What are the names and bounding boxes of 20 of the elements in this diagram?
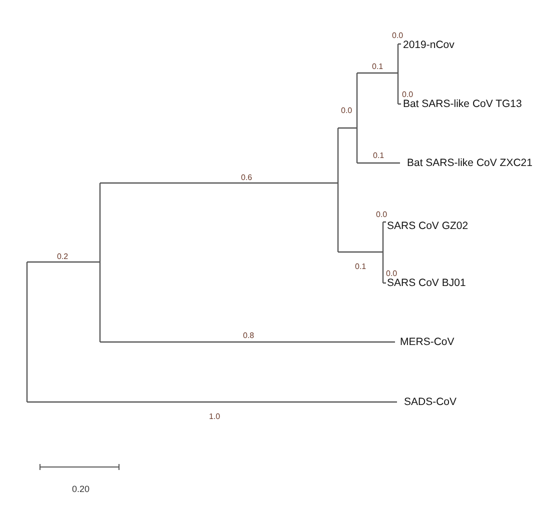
branch-length: 0.8 [243,331,254,340]
taxon-label: SADS-CoV [404,396,457,408]
taxon-label: SARS CoV GZ02 [387,220,468,232]
branch-length: 0.0 [341,106,352,115]
branch-length: 0.0 [376,210,388,219]
branch-length: 0.1 [373,151,384,160]
branch-length: 0.2 [57,252,68,261]
branch-length: 0.6 [241,173,252,182]
branch-length: 0.1 [355,262,366,271]
taxon-label: SARS CoV BJ01 [387,277,466,289]
branch-length: 0.0 [402,90,414,99]
taxon-label: 2019-nCov [403,39,454,51]
scale-value: 0.20 [72,485,90,494]
branch-length: 1.0 [209,412,220,421]
taxon-label: MERS-CoV [400,336,454,348]
taxon-label: Bat SARS-like CoV ZXC21 [407,157,532,169]
branch-length: 0.0 [386,269,398,278]
branch-length: 0.0 [392,31,404,40]
branch-length: 0.1 [372,62,384,71]
taxon-label: Bat SARS-like CoV TG13 [403,98,522,110]
